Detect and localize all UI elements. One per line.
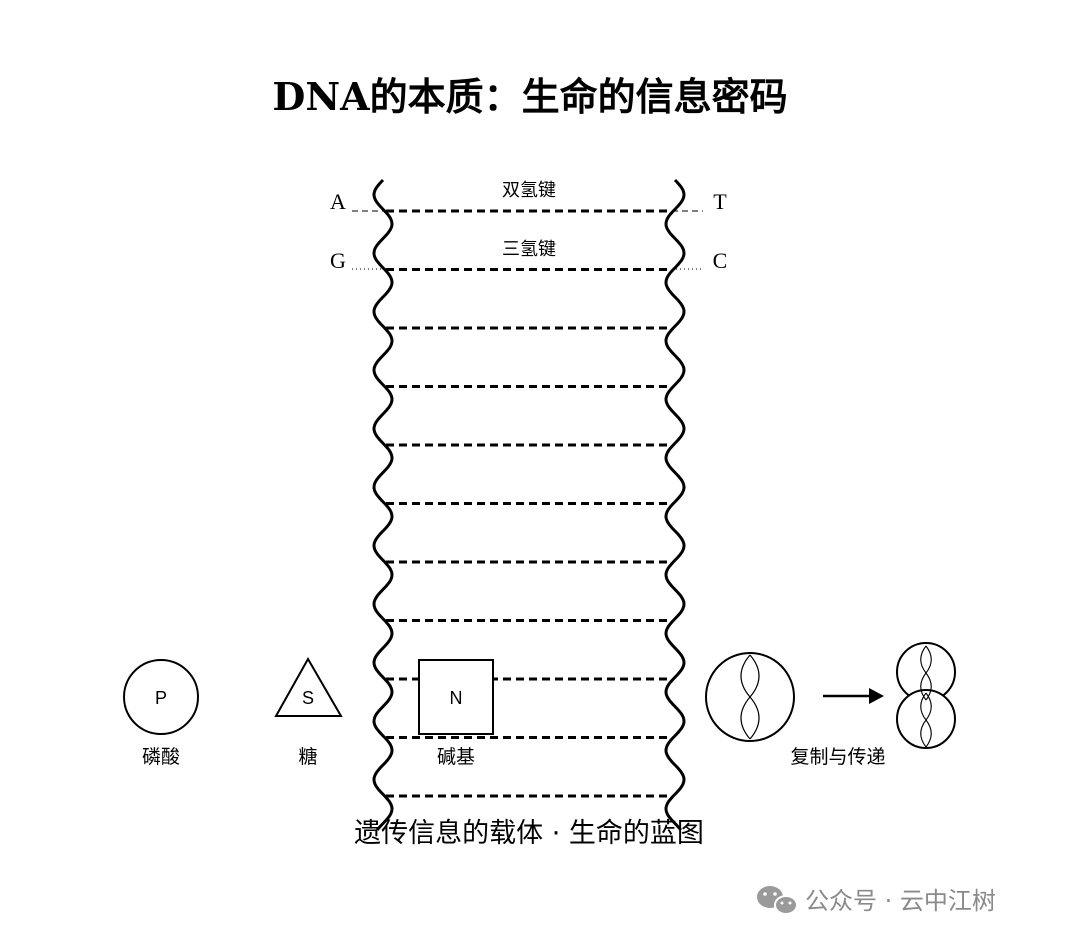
triple-hydrogen-bond-label: 三氢键 [502,239,556,260]
watermark: 公众号 · 云中江树 [757,886,996,915]
daughter-bottom-dna-strand-2 [920,692,932,748]
sugar-symbol: S [302,688,314,708]
phosphate-symbol: P [155,688,167,708]
watermark-text: 公众号 · 云中江树 [805,887,996,915]
sugar-label: 糖 [298,746,317,768]
phosphate-circle-icon [123,659,199,735]
base-component: N 碱基 [418,659,494,768]
base-square-icon [418,659,494,735]
daughter-top-dna-strand-2 [920,645,932,701]
replication-label: 复制与传递 [790,746,885,768]
base-pair-rungs [386,209,672,798]
phosphate-label: 磷酸 [142,746,180,768]
daughter-cell-bottom-icon [896,689,956,749]
base-a-label: A [330,189,346,214]
base-g-label: G [330,248,346,273]
replication-illustration: 复制与传递 [705,642,956,768]
sugar-triangle-icon [274,656,343,717]
wechat-icon [757,886,798,915]
base-label: 碱基 [437,746,475,768]
double-hydrogen-bond-label: 双氢键 [502,180,556,201]
base-t-label: T [713,189,727,214]
right-backbone-strand [664,178,686,831]
diagram-caption: 遗传信息的载体 · 生命的蓝图 [354,818,704,849]
sugar-component: S 糖 [274,656,343,768]
replication-arrow-icon [869,688,884,704]
base-symbol: N [450,688,463,708]
diagram-title: DNA的本质：生命的信息密码 [272,74,787,119]
base-c-label: C [713,248,728,273]
parent-dna-strand-2 [740,654,760,740]
parent-cell-icon [705,652,795,742]
phosphate-component: P 磷酸 [123,659,199,768]
